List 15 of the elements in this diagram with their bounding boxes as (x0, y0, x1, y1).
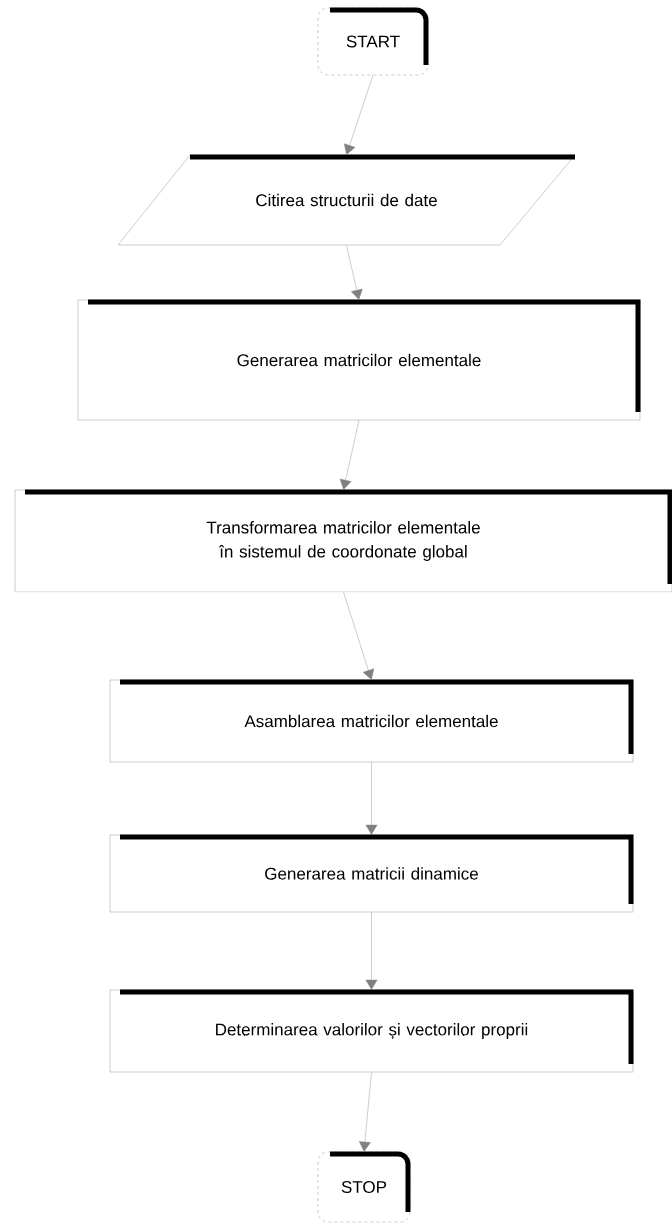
arrow (343, 592, 375, 680)
arrow (339, 420, 360, 490)
process-box: Generarea matricii dinamice (109, 834, 634, 913)
arrow (365, 912, 378, 990)
arrow (346, 245, 363, 300)
process-box: Generarea matricilor elementale (77, 299, 641, 421)
process-box: Transformarea matricilor elementale în sistemul de coordonate global (14, 489, 672, 593)
arrow (365, 762, 378, 835)
terminal-box: STOP (317, 1151, 411, 1223)
terminal-box: START (317, 7, 429, 76)
input-parallelogram: Citirea structurii de date (117, 154, 576, 246)
arrow (359, 1072, 372, 1152)
process-box: Determinarea valorilor și vectorilor proprii (109, 989, 634, 1073)
arrow (344, 75, 374, 155)
process-box: Asamblarea matricilor elementale (109, 679, 634, 763)
